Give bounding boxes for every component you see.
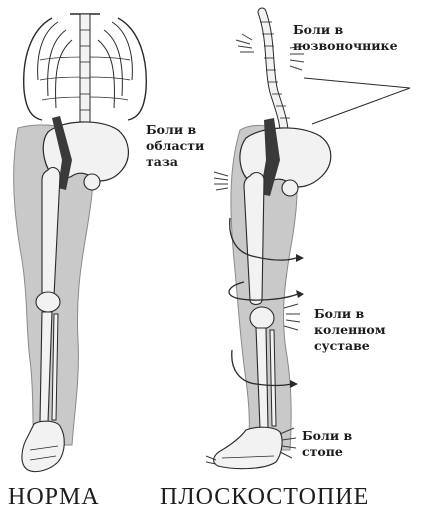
caption-flatfoot: ПЛОСКОСТОПИЕ [160, 484, 369, 511]
flatfoot-skeleton [206, 12, 410, 469]
caption-normal: НОРМА [8, 484, 100, 511]
pelvis-pain-label-line2: области [146, 138, 204, 154]
foot-pain-label-line1: Боли в [302, 428, 352, 444]
pelvis-pain-label: Боли в области таза [146, 122, 204, 170]
knee-pain-label-line1: Боли в [314, 306, 386, 322]
flatfoot-pubis [282, 180, 298, 196]
knee-pain-label: Боли в коленном суставе [314, 306, 386, 354]
pain-mark-knee [284, 304, 300, 330]
normal-knee [36, 292, 60, 312]
flatfoot-knee [250, 307, 274, 329]
normal-pubis [84, 174, 100, 190]
spine-pain-label: Боли в позвоночнике [293, 22, 398, 54]
normal-spine [80, 14, 90, 134]
normal-skeleton [14, 14, 147, 472]
spine-pain-label-line2: позвоночнике [293, 38, 398, 54]
flatfoot-foot [214, 427, 282, 468]
pain-mark-hip [214, 172, 228, 190]
pelvis-pain-label-line1: Боли в [146, 122, 204, 138]
foot-pain-label: Боли в стопе [302, 428, 352, 460]
knee-pain-label-line2: коленном [314, 322, 386, 338]
pain-mark-neck [236, 34, 254, 52]
knee-pain-label-line3: суставе [314, 338, 386, 354]
spine-pointer-lines [304, 78, 410, 124]
foot-pain-label-line2: стопе [302, 444, 352, 460]
pelvis-pain-label-line3: таза [146, 154, 204, 170]
spine-pain-label-line1: Боли в [293, 22, 398, 38]
